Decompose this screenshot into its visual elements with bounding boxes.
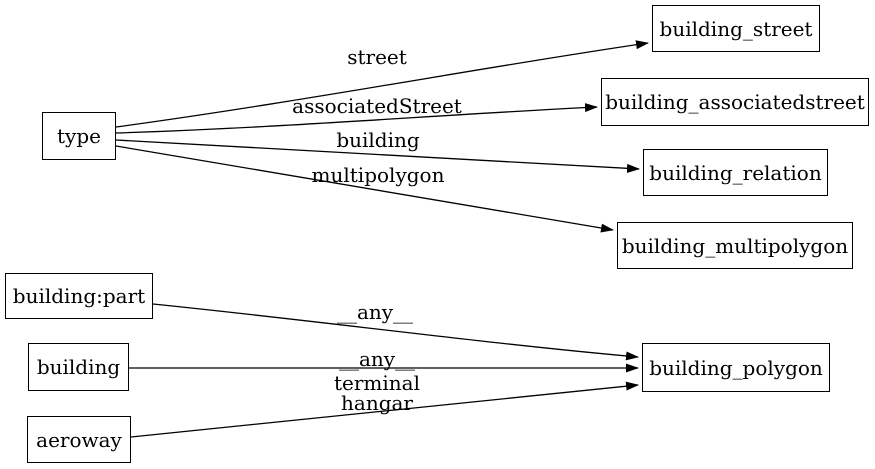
node-building-multipolygon: building_multipolygon bbox=[617, 222, 853, 269]
edge-building-part-building-polygon bbox=[152, 303, 639, 361]
edge-type-building-multipolygon bbox=[115, 145, 614, 233]
node-building-multipolygon-label: building_multipolygon bbox=[621, 233, 849, 258]
node-building-street-label: building_street bbox=[659, 16, 813, 41]
node-building-relation: building_relation bbox=[643, 149, 828, 196]
node-building-part: building:part bbox=[5, 273, 153, 319]
edge-label-hangar: hangar bbox=[341, 391, 413, 415]
node-building-associatedstreet: building_associatedstreet bbox=[601, 78, 869, 126]
node-type: type bbox=[42, 112, 116, 160]
edge-label-building: building bbox=[336, 128, 420, 152]
edge-label-multipolygon: multipolygon bbox=[311, 163, 445, 187]
node-building: building bbox=[28, 343, 129, 391]
node-building-relation-label: building_relation bbox=[649, 160, 822, 185]
edge-label-any-building-part: __any__ bbox=[336, 300, 414, 324]
edge-label-street: street bbox=[347, 45, 407, 69]
edge-label-any-building: __any__ bbox=[338, 347, 416, 371]
edge-aeroway-building-polygon bbox=[130, 381, 639, 438]
edge-type-building-associatedstreet bbox=[115, 103, 598, 134]
node-aeroway: aeroway bbox=[27, 416, 131, 463]
node-aeroway-label: aeroway bbox=[36, 427, 122, 452]
node-building-associatedstreet-label: building_associatedstreet bbox=[605, 90, 865, 114]
edge-type-building-relation bbox=[115, 139, 640, 173]
node-building-polygon: building_polygon bbox=[642, 343, 830, 392]
edge-label-associatedstreet: associatedStreet bbox=[292, 94, 462, 118]
edge-type-building-street bbox=[115, 40, 649, 128]
node-building-polygon-label: building_polygon bbox=[649, 355, 823, 380]
node-type-label: type bbox=[57, 124, 101, 148]
node-building-label: building bbox=[36, 355, 121, 379]
node-building-part-label: building:part bbox=[12, 284, 146, 308]
node-building-street: building_street bbox=[652, 5, 820, 52]
edge-label-terminal: terminal bbox=[334, 371, 420, 395]
